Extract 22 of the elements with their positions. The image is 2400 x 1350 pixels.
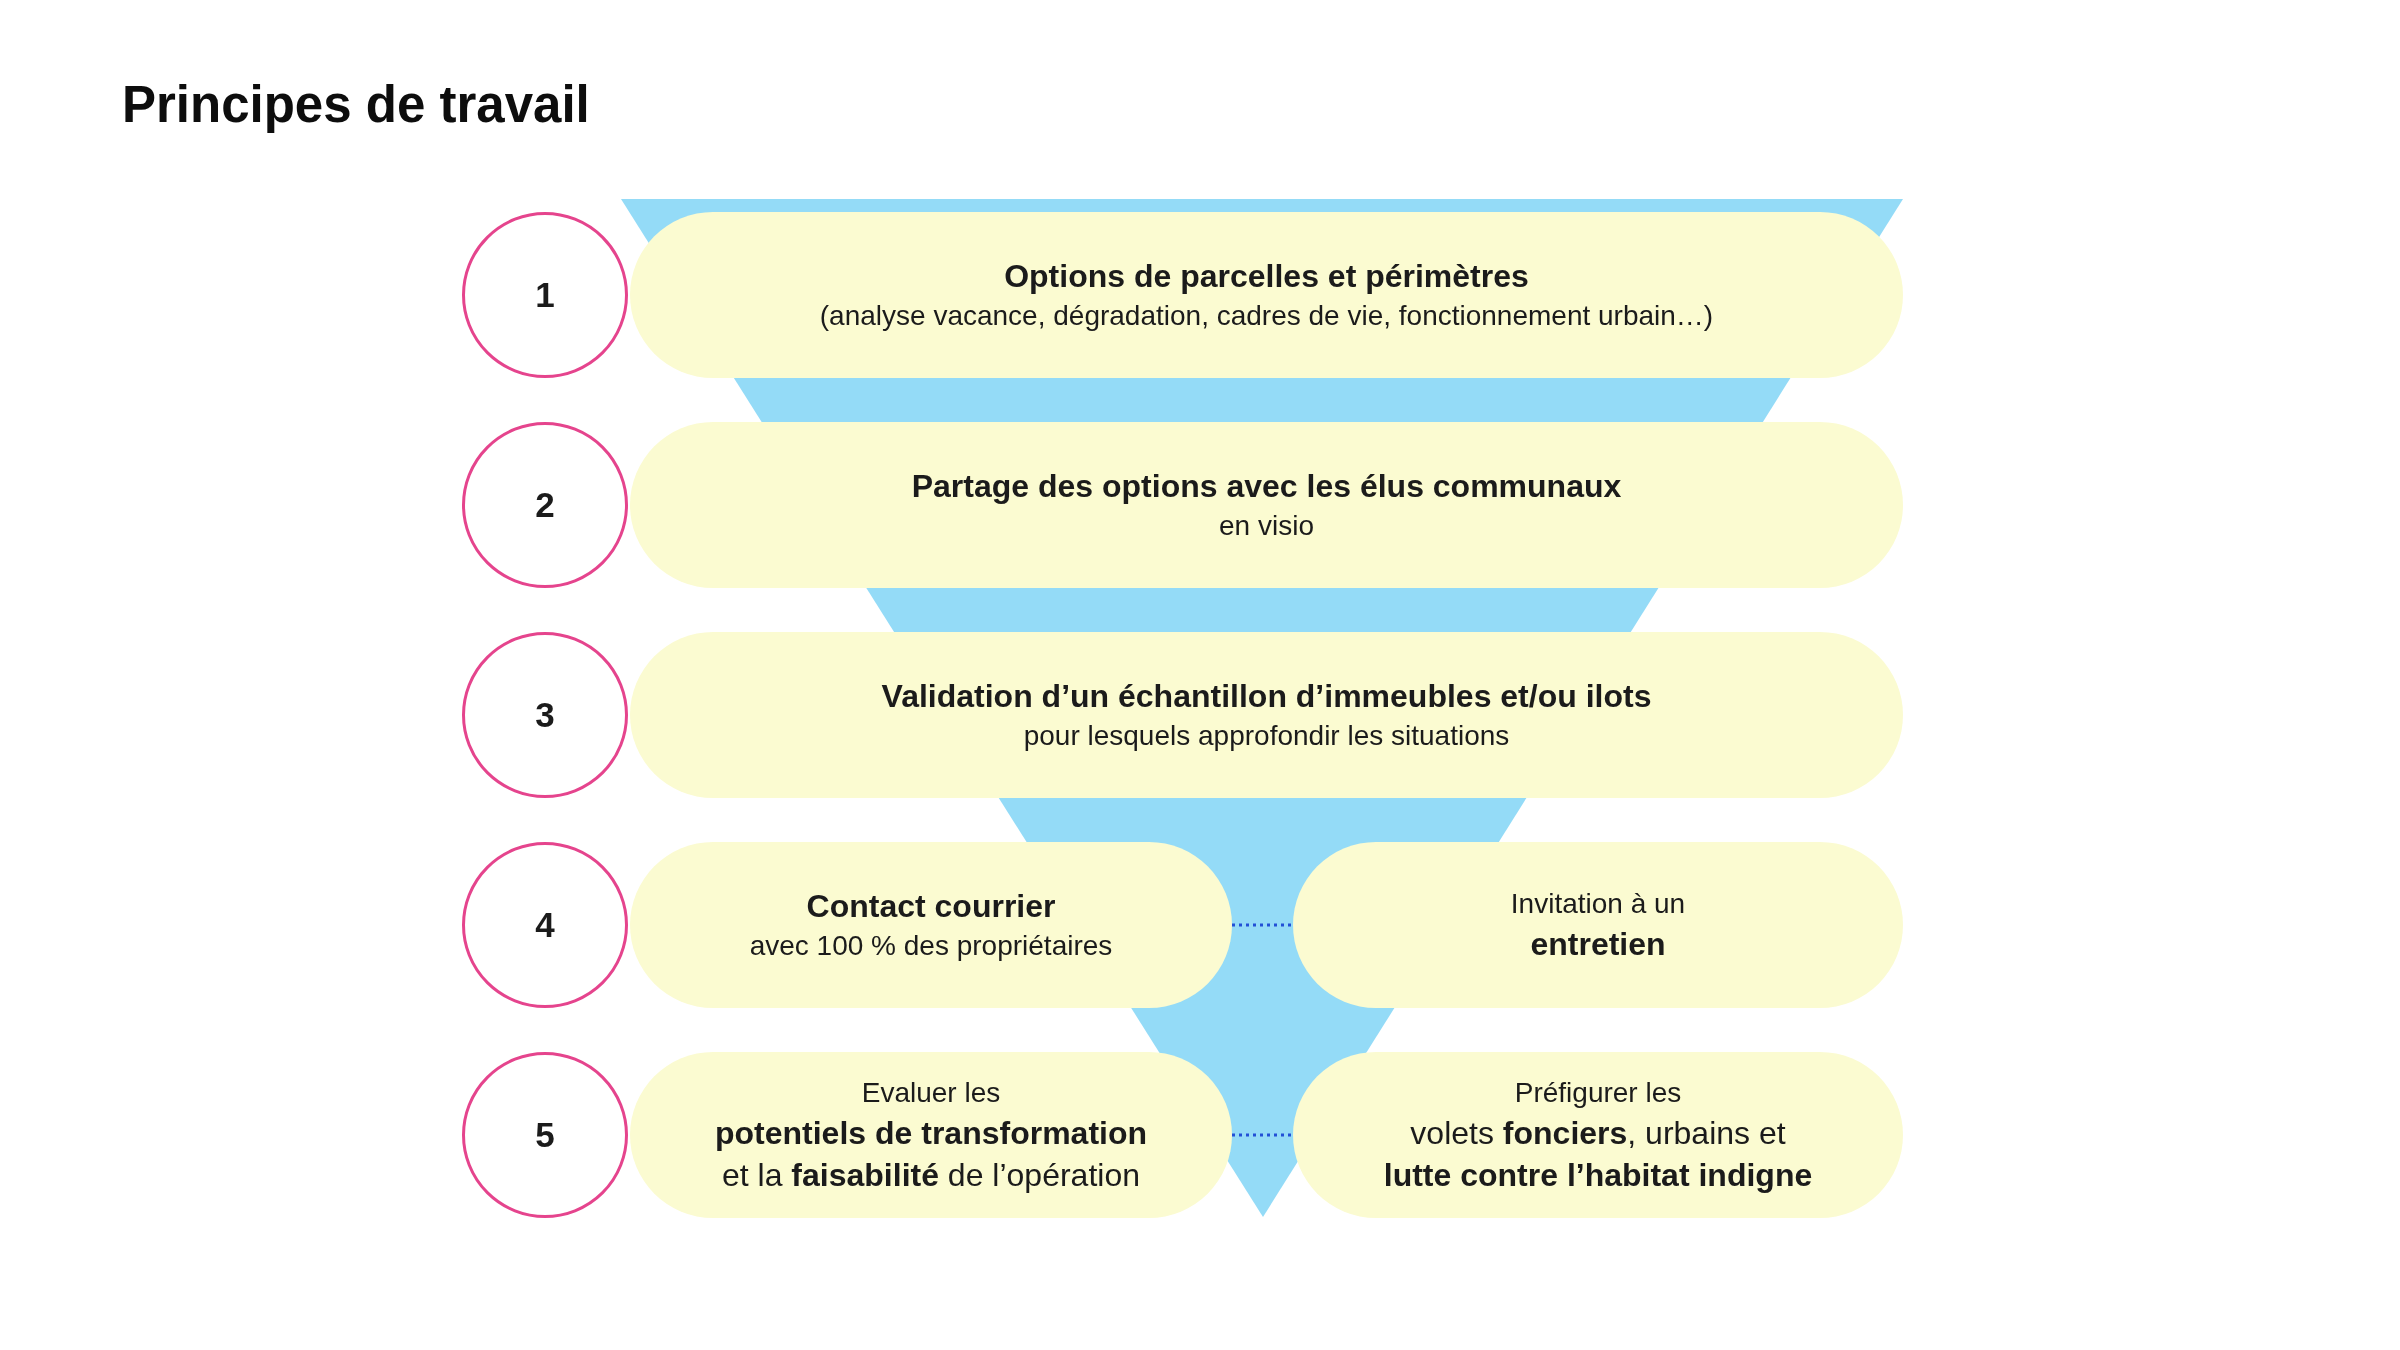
step-note: Préfigurer les [1514,1076,1682,1110]
dotted-connector [1232,923,1293,927]
step-number: 4 [535,904,555,946]
step-description: volets fonciers, urbains et lutte contre l’habitat indigne [1382,1114,1814,1195]
step-title: entretien [1530,925,1666,964]
step-number: 1 [535,274,555,316]
step-number: 3 [535,694,555,736]
step-title: Options de parcelles et périmètres [1004,257,1529,296]
step-note: (analyse vacance, dégradation, cadres de vie, fonctionnement urbain…) [819,299,1714,333]
step-description: potentiels de transformation et la faisabilité de l’opération [713,1114,1148,1195]
step-note: en visio [1219,509,1314,543]
step-number: 2 [535,484,555,526]
step-note: avec 100 % des propriétaires [749,929,1113,963]
page-title: Principes de travail [122,75,590,135]
step-number: 5 [535,1114,555,1156]
step-note: Evaluer les [861,1076,1001,1110]
step-note: pour lesquels approfondir les situations [1023,719,1510,753]
step-title: Contact courrier [806,887,1056,926]
dotted-connector [1232,1133,1293,1137]
step-note: Invitation à un [1510,887,1686,921]
step-title: Partage des options avec les élus communaux [911,467,1622,506]
step-title: Validation d’un échantillon d’immeubles et/ou ilots [881,677,1652,716]
